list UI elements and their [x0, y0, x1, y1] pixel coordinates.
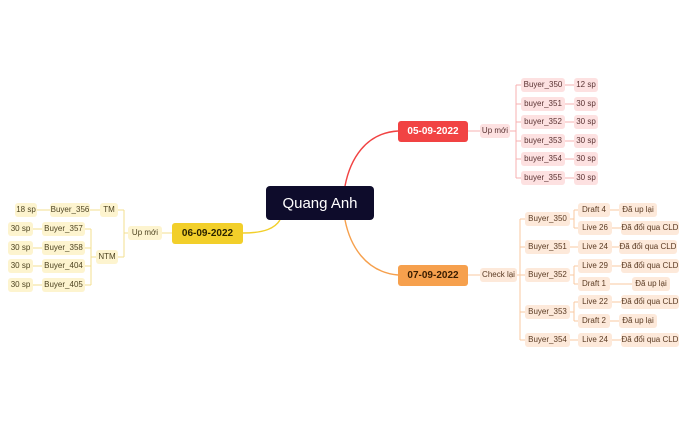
links-0609	[33, 209, 172, 286]
status-node[interactable]: Live 26	[578, 221, 612, 235]
status-node[interactable]: Live 24	[578, 240, 612, 254]
quantity-node[interactable]: 18 sp	[15, 203, 37, 217]
links-0509	[468, 84, 574, 179]
buyer-node[interactable]: Buyer_351	[525, 240, 570, 254]
quantity-node[interactable]: 30 sp	[574, 115, 598, 129]
group-tm[interactable]: TM	[100, 203, 118, 217]
result-node[interactable]: Đã đổi qua CLD	[621, 221, 679, 235]
quantity-node[interactable]: 30 sp	[574, 152, 598, 166]
result-node[interactable]: Đã đổi qua CLD	[621, 333, 679, 347]
status-node[interactable]: Live 24	[578, 333, 612, 347]
buyer-node[interactable]: Buyer_350	[521, 78, 565, 92]
buyer-node[interactable]: Buyer_350	[525, 212, 570, 226]
quantity-node[interactable]: 30 sp	[574, 97, 598, 111]
link-root-0709	[344, 219, 399, 276]
status-node[interactable]: Live 29	[578, 259, 612, 273]
status-node[interactable]: Live 22	[578, 295, 612, 309]
buyer-node[interactable]: buyer_353	[521, 134, 565, 148]
status-node[interactable]: Draft 2	[578, 314, 610, 328]
buyer-node[interactable]: Buyer_404	[42, 259, 85, 273]
result-node[interactable]: Đã đổi qua CLD	[621, 295, 679, 309]
branch-date-0709[interactable]: 07-09-2022	[398, 265, 468, 286]
action-up-moi-0609[interactable]: Up mới	[128, 226, 162, 240]
buyer-node[interactable]: buyer_352	[521, 115, 565, 129]
buyer-node[interactable]: Buyer_353	[525, 305, 570, 319]
buyer-node[interactable]: Buyer_352	[525, 268, 570, 282]
result-node[interactable]: Đã up lại	[619, 203, 657, 217]
buyer-node[interactable]: buyer_355	[521, 171, 565, 185]
status-node[interactable]: Draft 4	[578, 203, 610, 217]
group-ntm[interactable]: NTM	[96, 250, 118, 264]
quantity-node[interactable]: 30 sp	[574, 134, 598, 148]
branch-date-0509[interactable]: 05-09-2022	[398, 121, 468, 142]
buyer-node[interactable]: Buyer_356	[50, 203, 90, 217]
quantity-node[interactable]: 12 sp	[574, 78, 598, 92]
quantity-node[interactable]: 30 sp	[8, 278, 33, 292]
branch-date-0609[interactable]: 06-09-2022	[172, 223, 243, 244]
result-node[interactable]: Đã đổi qua CLD	[619, 240, 677, 254]
quantity-node[interactable]: 30 sp	[8, 241, 33, 255]
quantity-node[interactable]: 30 sp	[574, 171, 598, 185]
buyer-node[interactable]: buyer_354	[521, 152, 565, 166]
result-node[interactable]: Đã đổi qua CLD	[621, 259, 679, 273]
buyer-node[interactable]: Buyer_358	[42, 241, 85, 255]
link-root-0509	[344, 130, 399, 187]
buyer-node[interactable]: Buyer_357	[42, 222, 85, 236]
status-node[interactable]: Draft 1	[578, 277, 610, 291]
link-root-0609	[242, 219, 281, 234]
result-node[interactable]: Đã up lại	[632, 277, 670, 291]
buyer-node[interactable]: Buyer_405	[42, 278, 85, 292]
buyer-node[interactable]: buyer_351	[521, 97, 565, 111]
action-check-lai[interactable]: Check lại	[480, 268, 517, 282]
root-node[interactable]: Quang Anh	[266, 186, 374, 220]
buyer-node[interactable]: Buyer_354	[525, 333, 570, 347]
action-up-moi-0509[interactable]: Up mới	[480, 124, 510, 138]
quantity-node[interactable]: 30 sp	[8, 222, 33, 236]
links-0709	[468, 209, 632, 341]
result-node[interactable]: Đã up lại	[619, 314, 657, 328]
quantity-node[interactable]: 30 sp	[8, 259, 33, 273]
